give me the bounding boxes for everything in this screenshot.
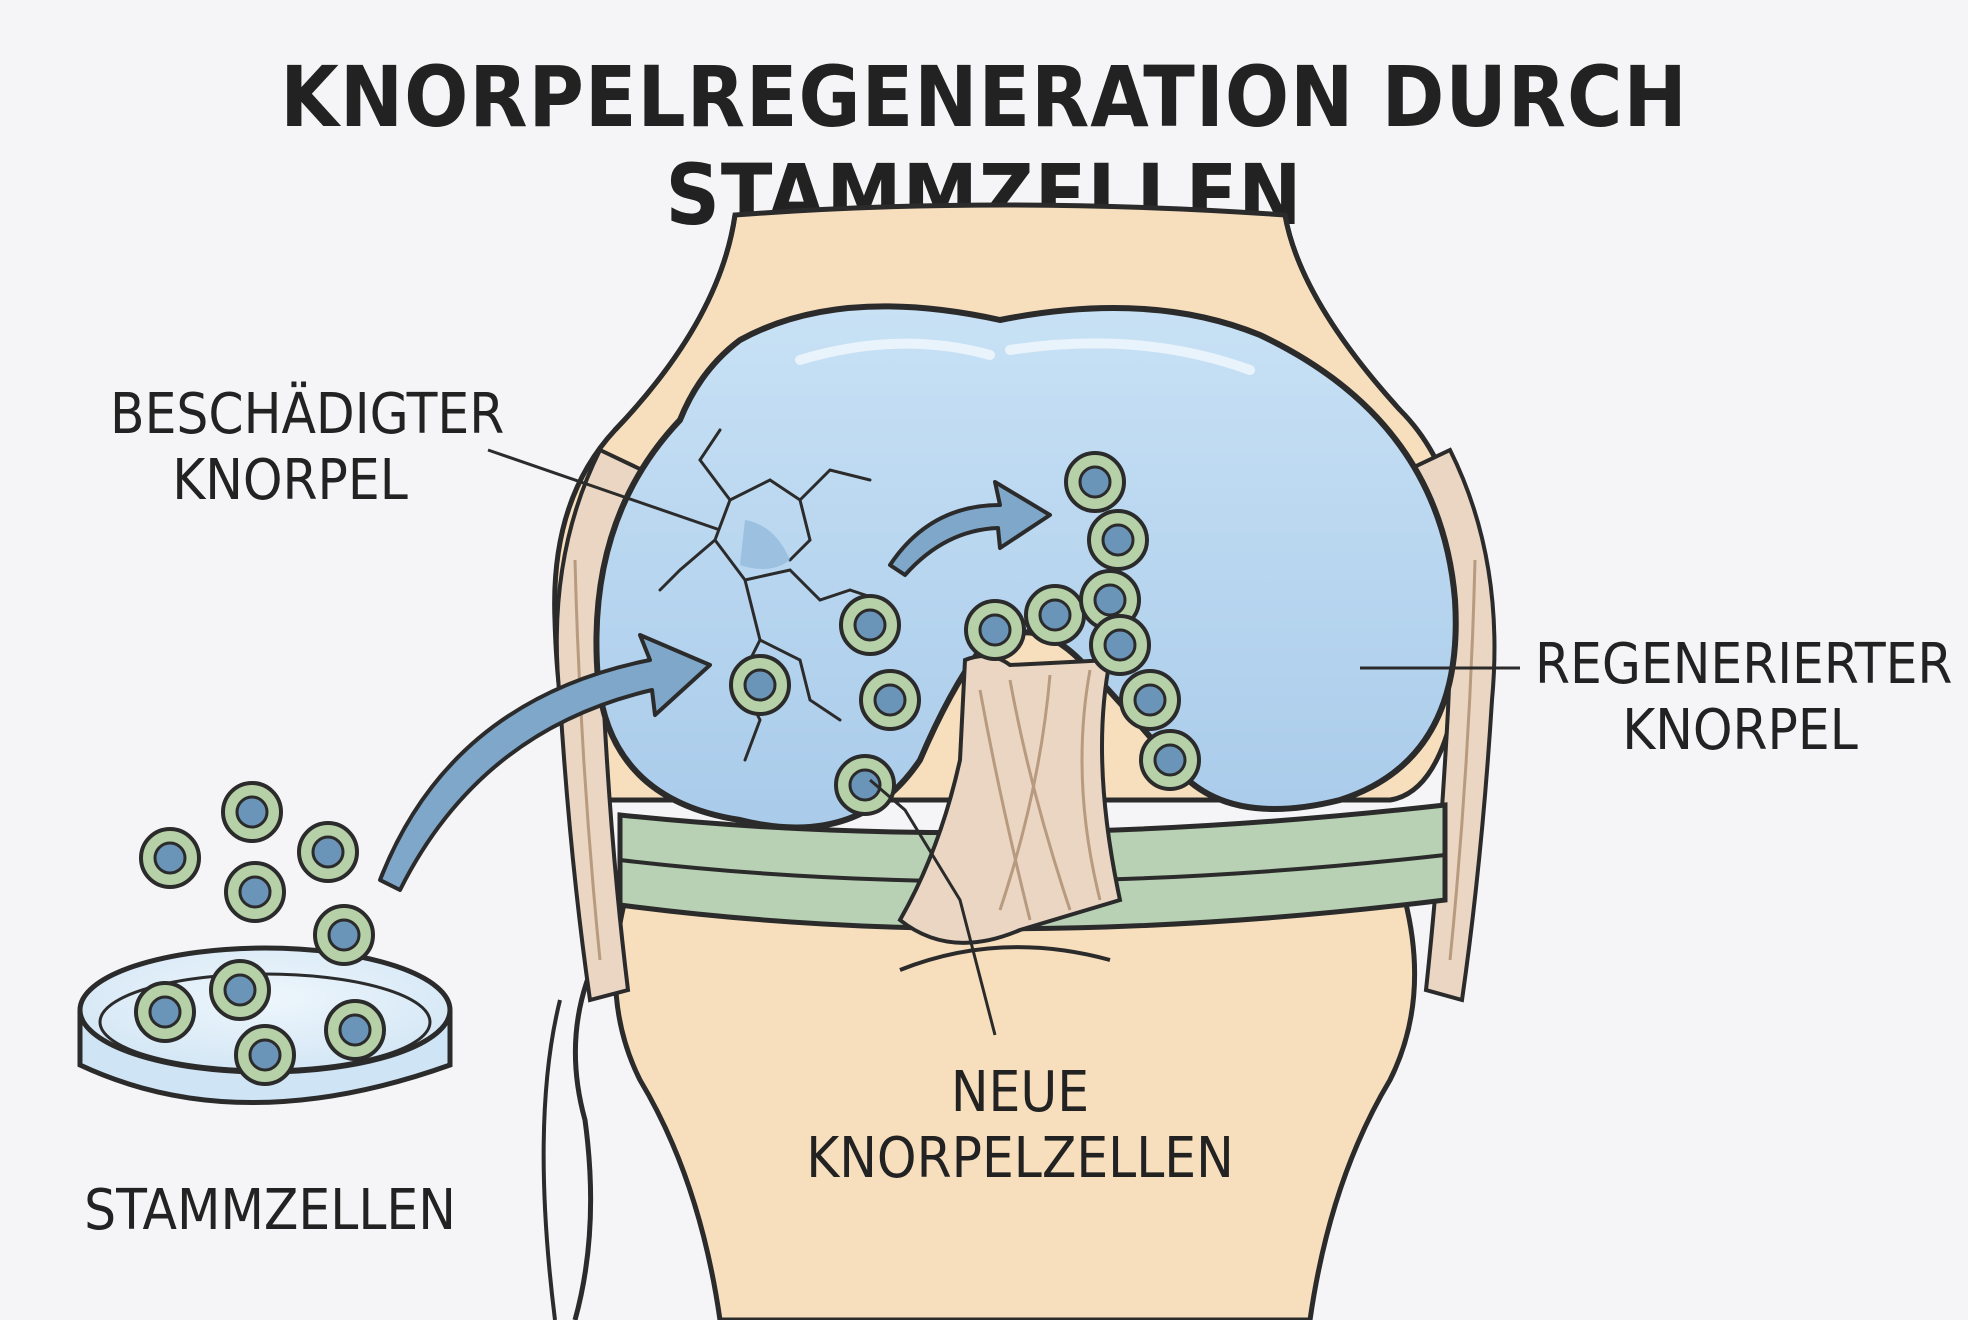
cell-nucleus (338, 1013, 372, 1047)
cell-nucleus (1078, 465, 1112, 499)
cell-nucleus (1153, 743, 1187, 777)
cell-nucleus (311, 835, 345, 869)
cell-nucleus (978, 613, 1012, 647)
cell-nucleus (743, 668, 777, 702)
cell-nucleus (248, 1038, 282, 1072)
cell-nucleus (1093, 583, 1127, 617)
cell-nucleus (148, 995, 182, 1029)
cell-nucleus (327, 918, 361, 952)
cell-nucleus (1103, 628, 1137, 662)
cell-nucleus (873, 683, 907, 717)
cell-nucleus (235, 795, 269, 829)
page-title: KNORPELREGENERATION DURCH STAMMZELLEN (280, 48, 1688, 244)
cell-nucleus (223, 973, 257, 1007)
cell-nucleus (853, 608, 887, 642)
arrow-cell-migration (888, 480, 1052, 577)
cell-nucleus (238, 875, 272, 909)
cruciate-ligament (897, 654, 1123, 945)
arrow-stem-cells-to-cartilage (378, 633, 712, 892)
cell-nucleus (1101, 523, 1135, 557)
cell-nucleus (1038, 598, 1072, 632)
leader-lines (487, 448, 1520, 1036)
cell-nucleus (848, 768, 882, 802)
label-stem-cells: STAMMZELLEN (84, 1178, 456, 1243)
stem-cells-group (134, 451, 1201, 1086)
cell-nucleus (153, 841, 187, 875)
cell-nucleus (1133, 683, 1167, 717)
